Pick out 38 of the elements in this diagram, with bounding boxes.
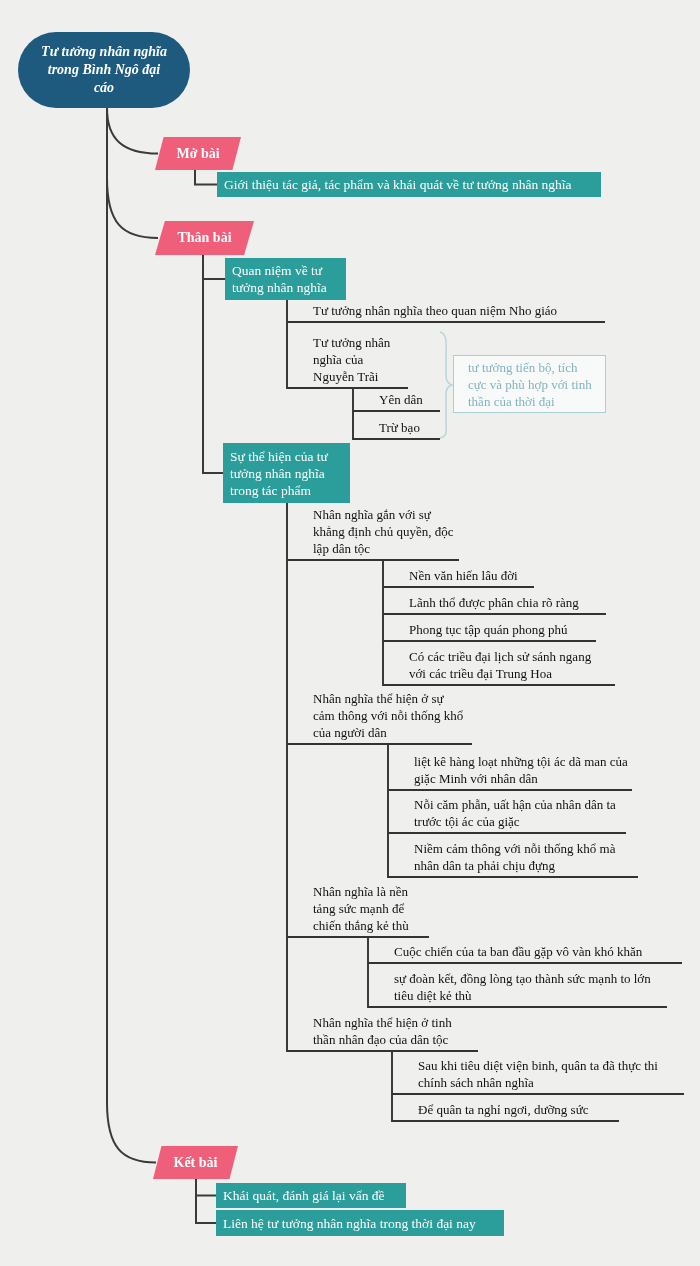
section-tag: Thân bài <box>155 221 254 255</box>
section-tag: Kết bài <box>153 1146 238 1179</box>
underlined-topic: Nhân nghĩa thể hiện ở tinh thần nhân đạo của dân tộc <box>287 1013 478 1052</box>
underlined-topic: Nỗi căm phẫn, uất hận của nhân dân ta trước tội ác của giặc <box>388 795 626 834</box>
underlined-topic: liệt kê hàng loạt những tội ác dã man của giặc Minh với nhân dân <box>388 750 632 791</box>
connector-line <box>382 560 384 687</box>
connector-line <box>367 937 369 1009</box>
topic-box: Giới thiệu tác giả, tác phẩm và khái quát về tư tưởng nhân nghĩa <box>217 172 601 197</box>
underlined-topic: Cuộc chiến của ta ban đầu gặp vô vàn khó khăn <box>368 940 682 964</box>
underlined-topic: Nhân nghĩa gắn với sự khẳng định chủ quyền, độc lập dân tộc <box>287 506 459 561</box>
section-tag: Mở bài <box>155 137 241 170</box>
connector-line <box>391 1051 393 1123</box>
underlined-topic: Sau khi tiêu diệt viện binh, quân ta đã thực thi chính sách nhân nghĩa <box>392 1056 684 1095</box>
underlined-topic: sự đoàn kết, đồng lòng tạo thành sức mạnh to lớn tiêu diệt kẻ thù <box>368 967 667 1008</box>
topic-pill: Tư tưởng nhân nghĩa trong Bình Ngô đại cáo <box>18 32 190 108</box>
underlined-topic: Lãnh thổ được phân chia rõ ràng <box>383 590 606 615</box>
topic-box: Liên hệ tư tưởng nhân nghĩa trong thời đại nay <box>216 1210 504 1236</box>
topic-box: Quan niệm về tư tưởng nhân nghĩa <box>225 258 346 300</box>
connector-line <box>286 299 288 390</box>
topic-box: Khái quát, đánh giá lại vấn đề <box>216 1183 406 1208</box>
connector-line <box>195 1178 217 1224</box>
underlined-topic: Nền văn hiến lâu đời <box>383 564 534 588</box>
underlined-topic: Phong tục tập quán phong phú <box>383 617 596 642</box>
connector-line <box>387 744 389 879</box>
connector-line <box>202 254 224 474</box>
underlined-topic: Có các triều đại lịch sử sánh ngang với các triều đại Trung Hoa <box>383 643 615 686</box>
underlined-topic: Tư tưởng nhân nghĩa của Nguyễn Trãi <box>287 326 408 389</box>
underlined-topic: Nhân nghĩa là nền tảng sức mạnh để chiến thắng kẻ thù <box>287 882 429 938</box>
underlined-topic: Nhân nghĩa thể hiện ở sự cảm thông với nỗi thống khổ của người dân <box>287 690 472 745</box>
underlined-topic: Niềm cảm thông với nỗi thống khổ mà nhân dân ta phải chịu đựng <box>388 838 638 878</box>
underlined-topic: Yên dân <box>353 390 440 412</box>
underlined-topic: Tư tưởng nhân nghĩa theo quan niệm Nho giáo <box>287 300 605 323</box>
topic-box: Sự thể hiện của tư tưởng nhân nghĩa trong tác phẩm <box>223 443 350 503</box>
underlined-topic: Để quân ta nghỉ ngơi, dưỡng sức <box>392 1098 619 1122</box>
underlined-topic: Trừ bạo <box>353 416 440 440</box>
summary-box: tư tưởng tiến bộ, tích cực và phù hợp với tinh thần của thời đại <box>453 355 606 413</box>
connector-line <box>352 388 354 441</box>
connector-line <box>194 169 218 186</box>
